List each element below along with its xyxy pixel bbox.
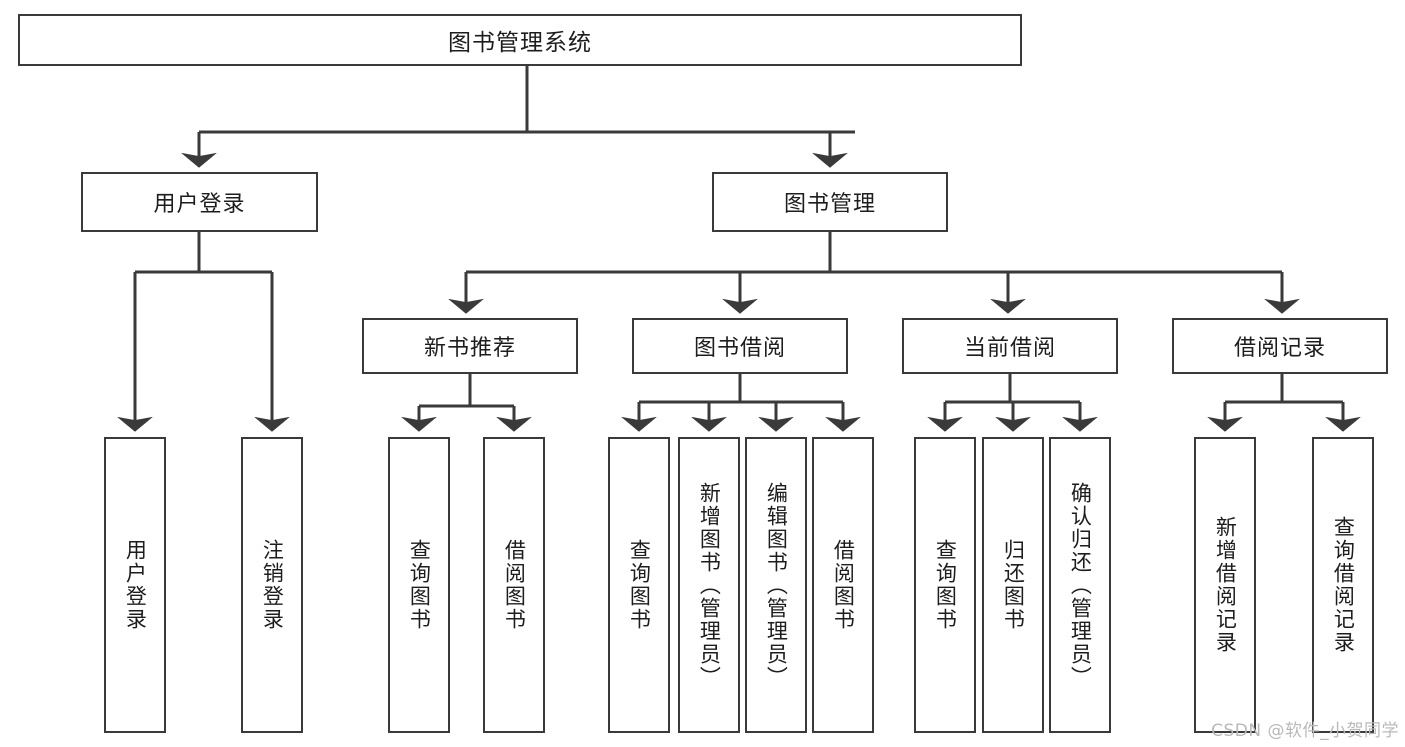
leaf-bb-borrow-book[interactable]: 借阅图书 bbox=[812, 437, 874, 733]
leaf-cb-query-book[interactable]: 查询图书 bbox=[914, 437, 976, 733]
leaf-bb-edit-book-label: 编辑图书（管理员） bbox=[764, 481, 789, 689]
leaf-rec-query-book-label: 查询图书 bbox=[407, 539, 432, 631]
leaf-user-logout[interactable]: 注销登录 bbox=[241, 437, 303, 733]
node-root[interactable]: 图书管理系统 bbox=[18, 14, 1022, 66]
node-book-borrow[interactable]: 图书借阅 bbox=[632, 318, 848, 374]
leaf-cb-confirm-return-label: 确认归还（管理员） bbox=[1068, 481, 1093, 689]
node-user-login-label: 用户登录 bbox=[153, 192, 246, 217]
leaf-cb-query-book-label: 查询图书 bbox=[933, 539, 958, 631]
node-current-borrow[interactable]: 当前借阅 bbox=[902, 318, 1118, 374]
watermark: CSDN @软件_小贺同学 bbox=[1211, 721, 1399, 741]
leaf-br-query-record[interactable]: 查询借阅记录 bbox=[1312, 437, 1374, 733]
leaf-user-login-label: 用户登录 bbox=[123, 539, 148, 631]
leaf-rec-borrow-book[interactable]: 借阅图书 bbox=[483, 437, 545, 733]
leaf-bb-borrow-book-label: 借阅图书 bbox=[831, 539, 856, 631]
node-borrow-record-label: 借阅记录 bbox=[1233, 336, 1326, 361]
leaf-cb-return-book-label: 归还图书 bbox=[1001, 539, 1026, 631]
node-new-book-rec-label: 新书推荐 bbox=[423, 336, 516, 361]
leaf-rec-query-book[interactable]: 查询图书 bbox=[388, 437, 450, 733]
leaf-br-add-record[interactable]: 新增借阅记录 bbox=[1194, 437, 1256, 733]
leaf-bb-add-book-label: 新增图书（管理员） bbox=[697, 481, 722, 689]
leaf-bb-add-book[interactable]: 新增图书（管理员） bbox=[678, 437, 740, 733]
node-borrow-record[interactable]: 借阅记录 bbox=[1172, 318, 1388, 374]
node-current-borrow-label: 当前借阅 bbox=[963, 336, 1056, 361]
leaf-br-add-record-label: 新增借阅记录 bbox=[1213, 516, 1238, 654]
leaf-br-query-record-label: 查询借阅记录 bbox=[1331, 516, 1356, 654]
leaf-bb-query-book[interactable]: 查询图书 bbox=[608, 437, 670, 733]
node-root-label: 图书管理系统 bbox=[448, 30, 592, 56]
leaf-rec-borrow-book-label: 借阅图书 bbox=[502, 539, 527, 631]
node-book-manage-label: 图书管理 bbox=[783, 192, 876, 217]
node-new-book-rec[interactable]: 新书推荐 bbox=[362, 318, 578, 374]
node-book-borrow-label: 图书借阅 bbox=[693, 336, 786, 361]
leaf-cb-confirm-return[interactable]: 确认归还（管理员） bbox=[1049, 437, 1111, 733]
leaf-cb-return-book[interactable]: 归还图书 bbox=[982, 437, 1044, 733]
leaf-user-login[interactable]: 用户登录 bbox=[104, 437, 166, 733]
leaf-bb-edit-book[interactable]: 编辑图书（管理员） bbox=[745, 437, 807, 733]
node-book-manage[interactable]: 图书管理 bbox=[712, 172, 948, 232]
leaf-user-logout-label: 注销登录 bbox=[260, 539, 285, 631]
leaf-bb-query-book-label: 查询图书 bbox=[627, 539, 652, 631]
node-user-login[interactable]: 用户登录 bbox=[81, 172, 318, 232]
